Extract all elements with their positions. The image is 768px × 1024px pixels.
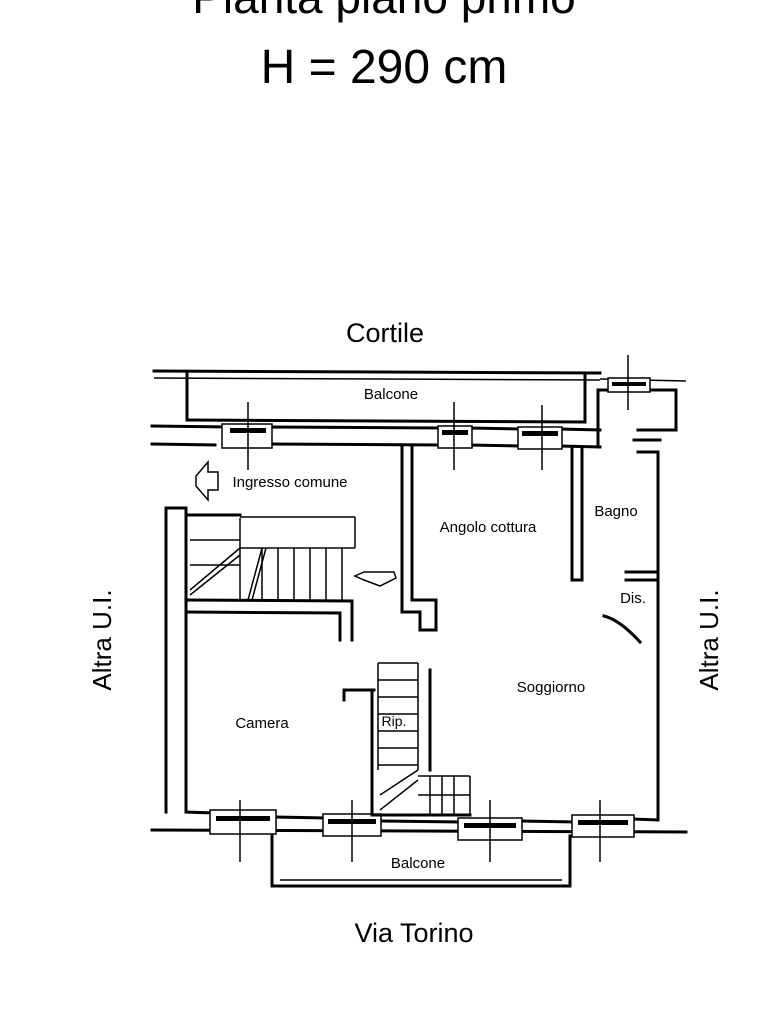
entrance-arrow-icon bbox=[195, 459, 219, 503]
windows-top bbox=[221, 355, 651, 470]
staircase-ingresso bbox=[189, 518, 343, 601]
bottom-balcony-walls bbox=[270, 834, 572, 888]
room-camera: Camera bbox=[235, 715, 289, 732]
room-ingresso: Ingresso comune bbox=[232, 474, 347, 491]
room-dis: Dis. bbox=[620, 590, 646, 607]
top-balcony-walls bbox=[152, 369, 687, 424]
label-cortile: Cortile bbox=[346, 318, 424, 348]
label-left-unit: Altra U.I. bbox=[87, 589, 117, 690]
windows-bottom bbox=[209, 800, 635, 862]
room-balcone-bottom: Balcone bbox=[391, 855, 445, 872]
room-angolo-cottura: Angolo cottura bbox=[440, 519, 537, 536]
outer-walls bbox=[150, 388, 688, 834]
room-bagno: Bagno bbox=[594, 503, 637, 520]
passage-arrow-icon bbox=[353, 571, 397, 587]
label-right-unit: Altra U.I. bbox=[694, 589, 724, 690]
plan-title: Pianta piano primo bbox=[0, 0, 768, 24]
label-via-torino: Via Torino bbox=[354, 918, 473, 948]
room-balcone-top: Balcone bbox=[364, 386, 418, 403]
interior-walls bbox=[184, 443, 660, 817]
room-soggiorno: Soggiorno bbox=[517, 679, 585, 696]
plan-height: H = 290 cm bbox=[260, 41, 508, 94]
staircase-rip bbox=[377, 662, 471, 815]
room-rip: Rip. bbox=[382, 713, 407, 729]
